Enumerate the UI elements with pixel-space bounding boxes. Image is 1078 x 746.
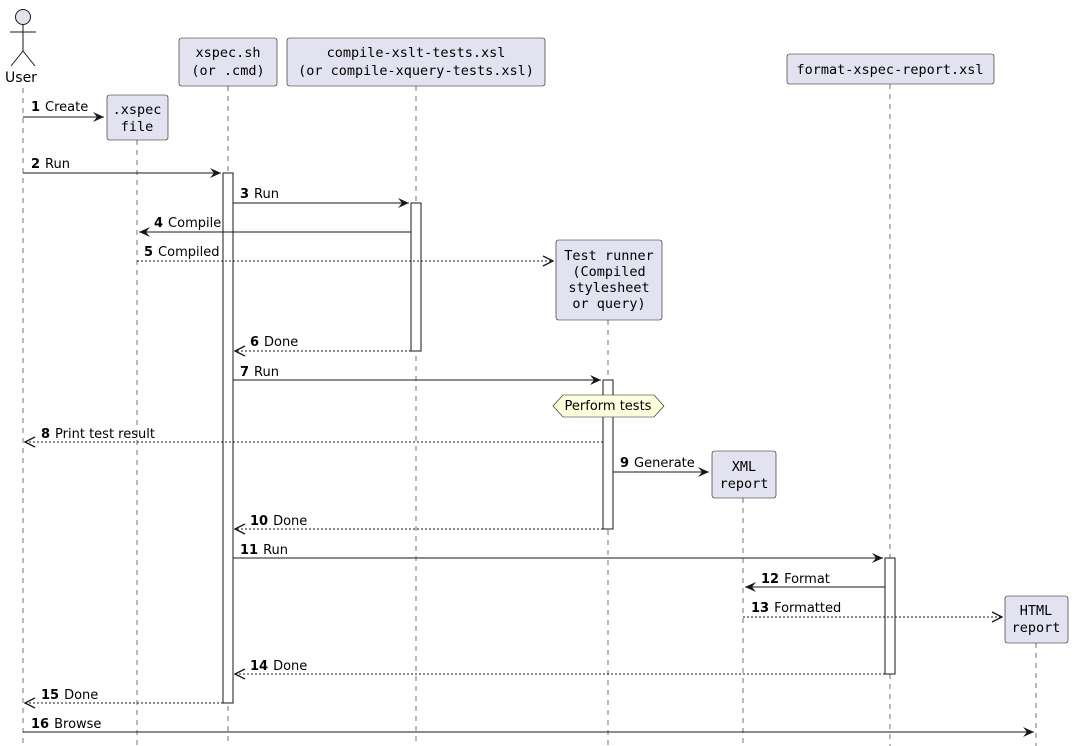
participant-compile: compile-xslt-tests.xsl (or compile-xquer… — [286, 37, 546, 87]
message-label: 7 Run — [240, 365, 279, 380]
participant-label-line: XML — [732, 459, 756, 475]
message-number: 8 — [41, 427, 50, 442]
message-14: 14 Done — [235, 659, 885, 674]
message-12: 12 Format — [745, 572, 885, 592]
participant-label-line: report — [720, 476, 769, 492]
message-3: 3 Run — [233, 187, 409, 208]
message-text: Done — [273, 514, 307, 529]
message-label: 5 Compiled — [144, 245, 219, 260]
message-label: 15 Done — [41, 688, 98, 703]
message-label: 2 Run — [31, 157, 70, 172]
message-label: 11 Run — [240, 543, 288, 558]
message-4: 4 Compile — [139, 216, 411, 237]
message-number: 3 — [240, 187, 249, 202]
message-text: Run — [45, 157, 70, 172]
note-label: Perform tests — [565, 399, 652, 414]
participant-label-line: xspec.sh — [195, 45, 260, 61]
message-6: 6 Done — [235, 335, 411, 351]
participant-label-line: Test runner — [564, 248, 653, 264]
message-number: 13 — [751, 601, 769, 616]
message-text: Done — [264, 335, 298, 350]
participant-label-line: report — [1012, 620, 1061, 636]
participant-label-line: or query) — [572, 296, 645, 312]
participant-label-line: file — [121, 119, 154, 135]
message-text: Done — [273, 659, 307, 674]
message-text: Run — [254, 187, 279, 202]
message-text: Create — [45, 100, 88, 115]
activation-format — [884, 557, 896, 675]
message-15: 15 Done — [25, 688, 223, 703]
message-label: 13 Formatted — [751, 601, 841, 616]
message-number: 2 — [31, 157, 40, 172]
note-perform-tests: Perform tests — [552, 394, 665, 418]
message-number: 4 — [154, 216, 163, 231]
participant-label-line: .xspec — [113, 102, 162, 118]
message-11: 11 Run — [233, 543, 883, 563]
message-2: 2 Run — [23, 157, 221, 178]
message-text: Run — [263, 543, 288, 558]
message-label: 10 Done — [250, 514, 307, 529]
message-number: 14 — [250, 659, 268, 674]
message-1: 1 Create — [23, 100, 104, 122]
message-16: 16 Browse — [23, 717, 1034, 737]
activation-test-runner — [602, 379, 614, 530]
message-number: 16 — [31, 717, 49, 732]
participant-label-line: stylesheet — [568, 280, 649, 296]
activation-xspec-sh — [222, 172, 234, 704]
participant-label-line: compile-xslt-tests.xsl — [327, 45, 506, 61]
participant-xml-report: XML report — [711, 450, 777, 499]
actor-label: User — [5, 70, 37, 86]
message-label: 9 Generate — [620, 456, 695, 471]
message-number: 9 — [620, 456, 629, 471]
message-text: Compiled — [158, 245, 219, 260]
message-label: 8 Print test result — [41, 427, 155, 442]
participant-html-report: HTML report — [1004, 595, 1069, 644]
message-text: Done — [64, 688, 98, 703]
message-5: 5 Compiled — [137, 245, 553, 261]
message-7: 7 Run — [233, 365, 601, 385]
message-number: 11 — [240, 543, 258, 558]
participant-label-line: (Compiled — [572, 264, 645, 280]
participant-label-line: (or compile-xquery-tests.xsl) — [298, 63, 534, 79]
stick-figure-actor-icon — [10, 9, 36, 67]
message-text: Compile — [168, 216, 221, 231]
message-label: 12 Format — [761, 572, 830, 587]
message-label: 3 Run — [240, 187, 279, 202]
participant-test-runner: Test runner (Compiled stylesheet or quer… — [555, 239, 663, 321]
lifelines — [22, 84, 1037, 746]
message-label: 16 Browse — [31, 717, 101, 732]
participant-label-line: HTML — [1020, 603, 1053, 619]
participant-xspec-sh: xspec.sh (or .cmd) — [178, 37, 278, 87]
actor-user: User — [5, 9, 37, 86]
message-number: 12 — [761, 572, 779, 587]
message-number: 10 — [250, 514, 268, 529]
message-label: 4 Compile — [154, 216, 221, 231]
message-8: 8 Print test result — [25, 427, 603, 442]
message-number: 6 — [250, 335, 259, 350]
message-number: 1 — [31, 100, 40, 115]
message-number: 5 — [144, 245, 153, 260]
message-text: Run — [254, 365, 279, 380]
participant-label-line: format-xspec-report.xsl — [797, 62, 984, 78]
message-label: 1 Create — [31, 100, 88, 115]
message-text: Format — [784, 572, 830, 587]
message-13: 13 Formatted — [743, 601, 1002, 617]
message-number: 7 — [240, 365, 249, 380]
message-9: 9 Generate — [613, 456, 709, 477]
message-number: 15 — [41, 688, 59, 703]
message-10: 10 Done — [235, 514, 603, 529]
participant-format: format-xspec-report.xsl — [786, 53, 995, 85]
message-text: Print test result — [55, 427, 155, 442]
message-label: 14 Done — [250, 659, 307, 674]
message-text: Formatted — [774, 601, 841, 616]
activation-compile — [410, 202, 422, 352]
message-text: Generate — [634, 456, 695, 471]
participant-xspec-file: .xspec file — [106, 94, 169, 141]
message-text: Browse — [54, 717, 101, 732]
participant-label-line: (or .cmd) — [191, 63, 264, 79]
activations — [222, 172, 896, 704]
message-label: 6 Done — [250, 335, 298, 350]
